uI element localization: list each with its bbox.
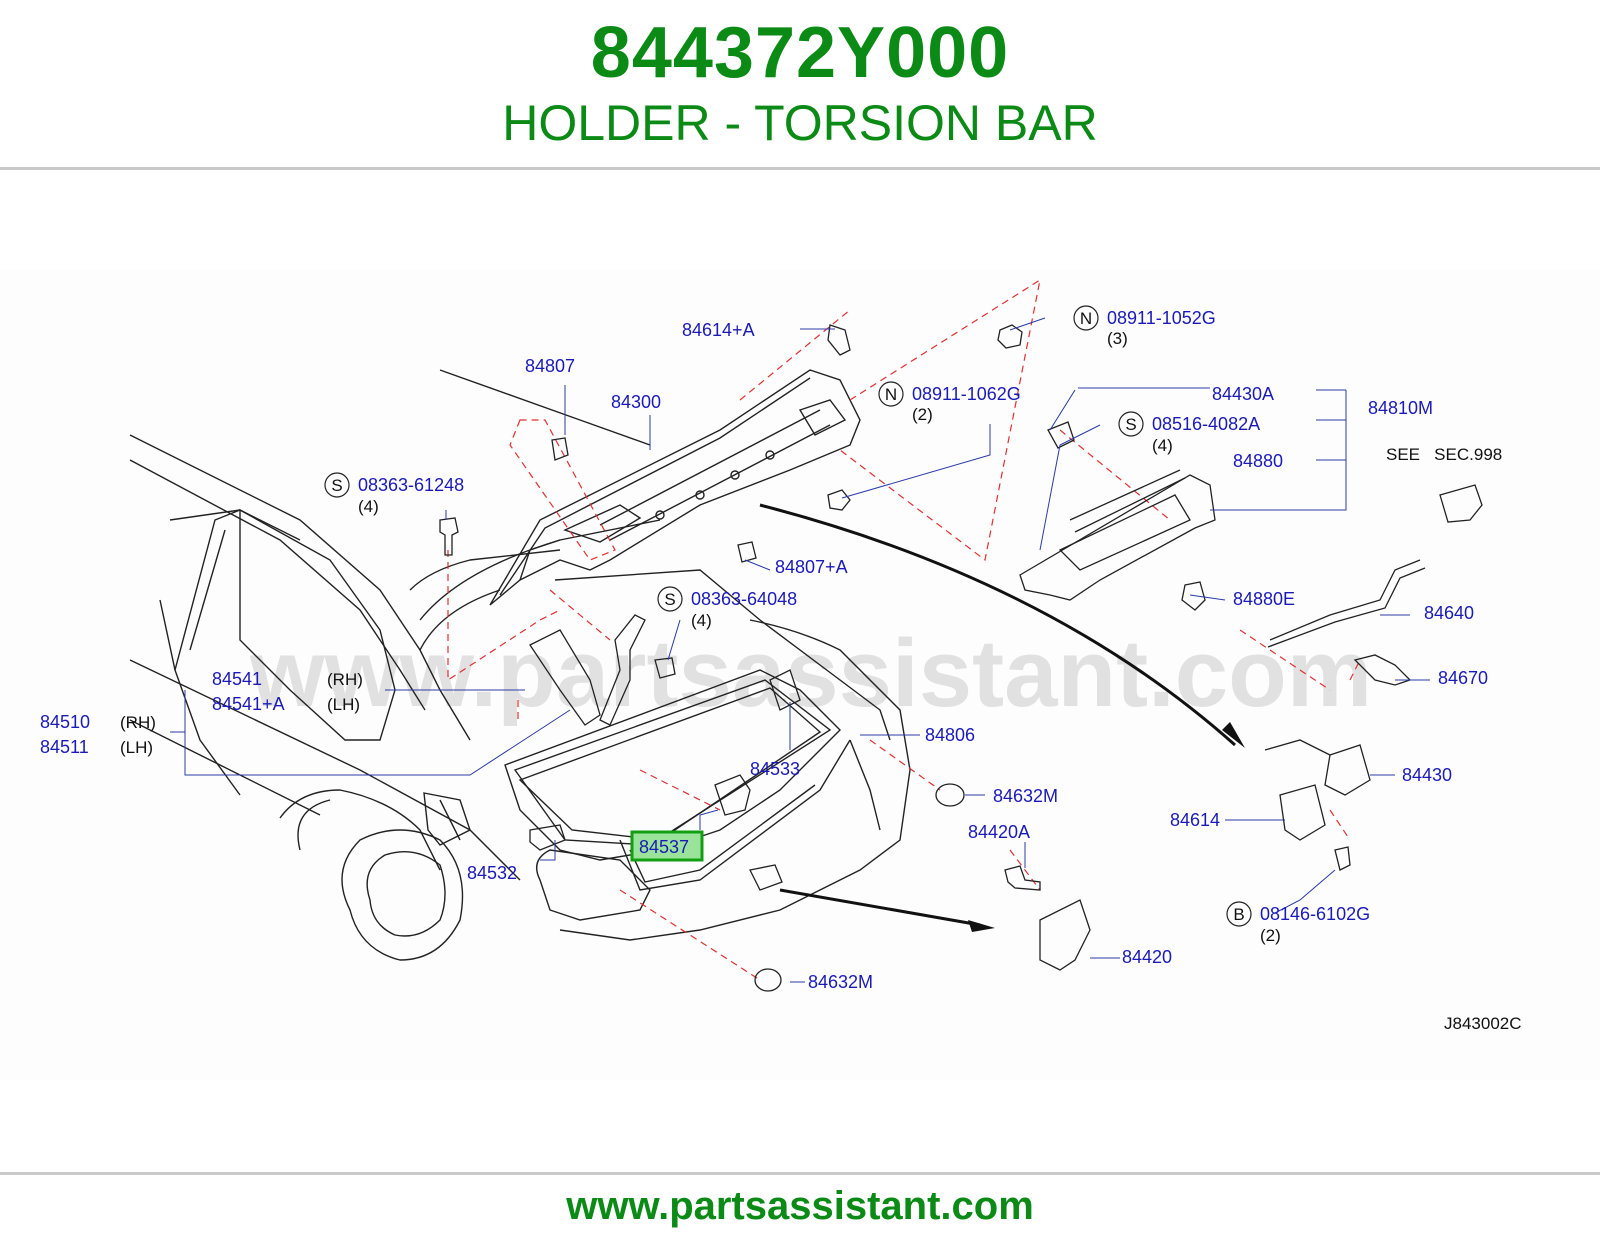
label-08516-4082a-qty: (4) — [1152, 436, 1173, 455]
label-84632m-upper[interactable]: 84632M — [993, 786, 1058, 806]
car-body-outline — [129, 369, 911, 961]
part-name-subtitle: HOLDER - TORSION BAR — [502, 95, 1098, 151]
b-prefix-symbol-1: B — [1233, 905, 1244, 924]
label-84430[interactable]: 84430 — [1402, 765, 1452, 785]
label-84511-side: (LH) — [120, 738, 153, 757]
trunk-lid-84300 — [489, 369, 861, 606]
header: 844372Y000 HOLDER - TORSION BAR — [0, 0, 1600, 168]
label-08363-64048-qty: (4) — [691, 611, 712, 630]
watermark-text: www.partsassistant.com — [249, 620, 1372, 727]
see-section-note: SEE SEC.998 — [1386, 445, 1502, 464]
label-84537-highlighted[interactable]: 84537 — [639, 837, 689, 857]
label-84810m[interactable]: 84810M — [1368, 398, 1433, 418]
part-number-title: 844372Y000 — [590, 13, 1010, 93]
s-prefix-symbol-2: S — [331, 476, 342, 495]
label-leaders — [170, 317, 1430, 983]
label-84880e[interactable]: 84880E — [1233, 589, 1295, 609]
label-84430a[interactable]: 84430A — [1212, 384, 1274, 404]
label-84807[interactable]: 84807 — [525, 356, 575, 376]
diagram-code: J843002C — [1444, 1014, 1522, 1033]
n-prefix-symbol-2: N — [885, 385, 897, 404]
s-prefix-symbol-3: S — [664, 590, 675, 609]
label-84541-side: (RH) — [327, 670, 363, 689]
arrow-head-latch — [1222, 722, 1245, 748]
footer-divider — [0, 1172, 1600, 1175]
label-84511[interactable]: 84511 — [40, 737, 89, 757]
footer-url-link[interactable]: www.partsassistant.com — [566, 1184, 1034, 1228]
label-84541a[interactable]: 84541+A — [212, 694, 285, 714]
label-84510-side: (RH) — [120, 713, 156, 732]
label-84300[interactable]: 84300 — [611, 392, 661, 412]
label-08911-1062g-qty: (2) — [912, 405, 933, 424]
label-84510[interactable]: 84510 — [40, 712, 90, 732]
n-prefix-symbol-1: N — [1080, 309, 1092, 328]
label-08363-64048[interactable]: 08363-64048 — [691, 589, 797, 609]
label-84420[interactable]: 84420 — [1122, 947, 1172, 967]
label-08911-1052g-qty: (3) — [1107, 329, 1128, 348]
diagram-drawing: www.partsassistant.com — [40, 278, 1522, 1033]
label-08911-1062g[interactable]: 08911-1062G — [912, 384, 1021, 404]
s-prefix-circle-2 — [324, 472, 350, 498]
label-08363-61248[interactable]: 08363-61248 — [358, 475, 464, 495]
label-84640[interactable]: 84640 — [1424, 603, 1474, 623]
header-divider — [0, 167, 1600, 170]
label-84880[interactable]: 84880 — [1233, 451, 1283, 471]
label-08146-6102g-qty: (2) — [1260, 926, 1281, 945]
n-prefix-circle-1 — [1073, 305, 1099, 331]
label-84614a[interactable]: 84614+A — [682, 320, 755, 340]
label-08911-1052g[interactable]: 08911-1052G — [1107, 308, 1216, 328]
label-84541[interactable]: 84541 — [212, 669, 262, 689]
dashed-leaders — [447, 278, 1361, 981]
b-prefix-circle-1 — [1226, 901, 1252, 927]
flow-arrows — [759, 503, 1236, 927]
label-84670[interactable]: 84670 — [1438, 668, 1488, 688]
label-08363-61248-qty: (4) — [358, 497, 379, 516]
s-prefix-circle-3 — [657, 586, 683, 612]
label-84632m-lower[interactable]: 84632M — [808, 972, 873, 992]
label-08146-6102g[interactable]: 08146-6102G — [1260, 904, 1370, 924]
n-prefix-circle-2 — [878, 381, 904, 407]
label-08516-4082a[interactable]: 08516-4082A — [1152, 414, 1260, 434]
label-84541a-side: (LH) — [327, 695, 360, 714]
diagram-background — [0, 270, 1600, 1080]
highlight-box-84537 — [630, 830, 704, 862]
label-84533[interactable]: 84533 — [750, 759, 800, 779]
arrow-head-striker — [968, 920, 995, 932]
s-prefix-symbol-1: S — [1125, 415, 1136, 434]
label-84532[interactable]: 84532 — [467, 863, 517, 883]
prefix-circles — [324, 305, 1252, 927]
label-84614[interactable]: 84614 — [1170, 810, 1220, 830]
s-prefix-circle-1 — [1118, 411, 1144, 437]
part-sketches — [439, 324, 1483, 992]
label-84807a[interactable]: 84807+A — [775, 557, 848, 577]
label-84420a[interactable]: 84420A — [968, 822, 1030, 842]
label-84806[interactable]: 84806 — [925, 725, 975, 745]
parts-diagram: www.partsassistant.com — [0, 270, 1600, 1080]
